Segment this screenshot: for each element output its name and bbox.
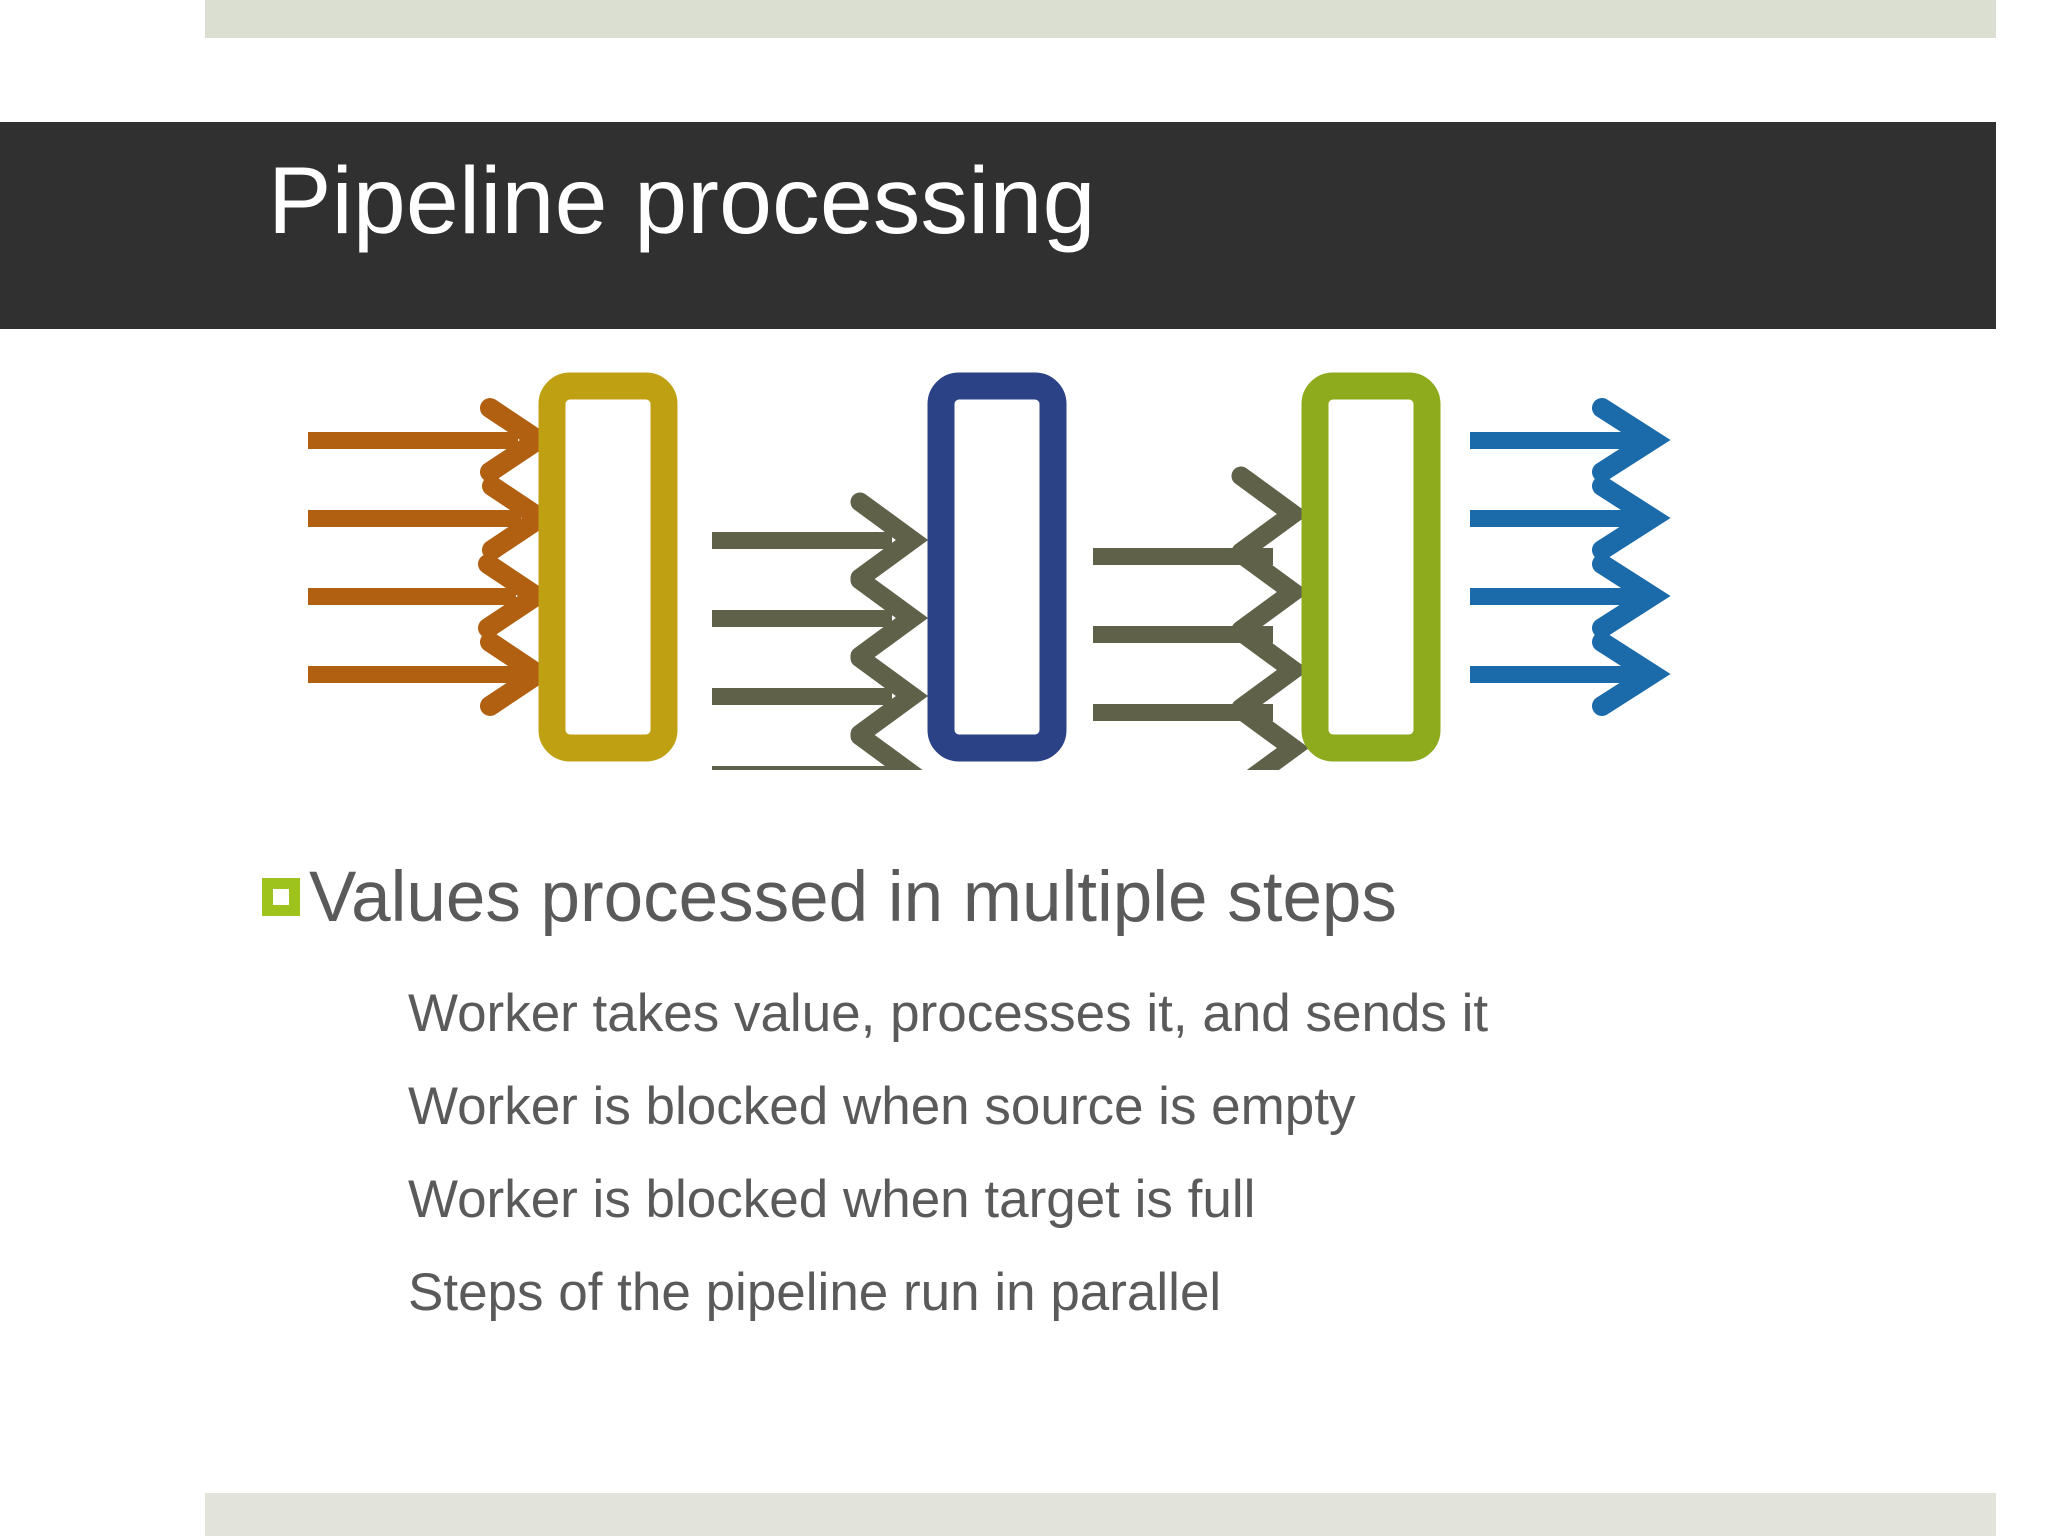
input-arrow-3 [308, 554, 555, 638]
primary-bullet: Values processed in multiple steps [262, 862, 1397, 933]
primary-bullet-label: Values processed in multiple steps [309, 858, 1397, 937]
square-outline-bullet-icon [262, 878, 300, 916]
list-item: Worker is blocked when source is empty [408, 1077, 1356, 1136]
stage2-arrow-1 [1093, 466, 1310, 565]
list-item: Worker takes value, processes it, and se… [408, 984, 1489, 1043]
decorative-top-band [205, 0, 1996, 38]
output-arrow-1 [1470, 398, 1671, 482]
worker-box-3 [1301, 372, 1441, 762]
list-item: Steps of the pipeline run in parallel [408, 1263, 1222, 1322]
stage2-arrow-2 [1093, 544, 1310, 643]
pipeline-processing-diagram [300, 370, 1720, 770]
worker-box-1 [538, 372, 678, 762]
sub-bullet-list: Worker takes value, processes it, and se… [408, 987, 1808, 1319]
stage1-to-stage2-arrow-group [712, 492, 929, 770]
stage2-arrow-4 [1231, 700, 1310, 770]
stage2-to-stage3-arrow-group [1093, 466, 1310, 770]
input-arrow-group [308, 398, 559, 716]
input-arrow-1 [308, 398, 557, 482]
worker-box-2 [927, 372, 1067, 762]
decorative-bottom-band [205, 1493, 1996, 1536]
list-item: Worker is blocked when target is full [408, 1170, 1256, 1229]
stage1-arrow-2 [712, 570, 929, 666]
output-arrow-3 [1470, 554, 1671, 638]
input-arrow-2 [308, 476, 559, 560]
stage1-arrow-1 [712, 492, 929, 588]
page-title: Pipeline processing [268, 148, 1096, 254]
stage1-arrow-4 [712, 726, 923, 770]
output-arrow-group [1470, 398, 1671, 716]
output-arrow-2 [1470, 476, 1671, 560]
stage2-arrow-3 [1093, 622, 1310, 721]
output-arrow-4 [1470, 632, 1671, 716]
input-arrow-4 [308, 632, 557, 716]
stage1-arrow-3 [712, 648, 929, 744]
title-bar [0, 122, 1996, 329]
